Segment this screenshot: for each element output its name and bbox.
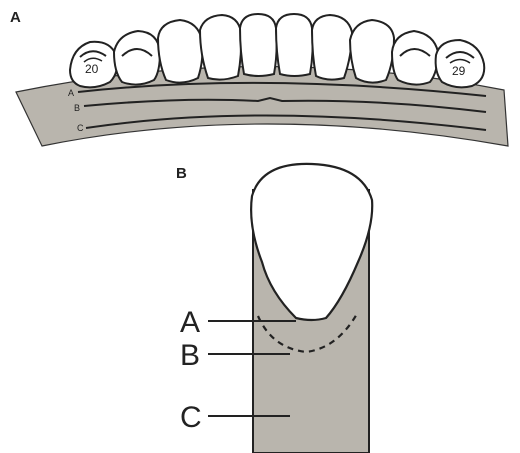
tooth-21 bbox=[114, 31, 160, 85]
panel-b-label-b: B bbox=[180, 339, 200, 372]
tooth-24 bbox=[240, 14, 277, 76]
tooth-26 bbox=[312, 15, 352, 80]
tooth-number-20: 20 bbox=[85, 62, 99, 76]
tooth-28 bbox=[392, 31, 438, 85]
panel-b-label-c: C bbox=[180, 401, 202, 434]
panel-a-label-b: B bbox=[74, 103, 80, 113]
panel-a-label-a: A bbox=[68, 88, 74, 98]
panel-b-letter: B bbox=[176, 165, 187, 182]
panel-a-letter: A bbox=[10, 9, 21, 26]
panel-b-label-a: A bbox=[180, 306, 200, 339]
tooth-number-29: 29 bbox=[452, 64, 466, 78]
panel-a-label-c: C bbox=[77, 123, 84, 133]
tooth-23 bbox=[200, 15, 241, 80]
tooth-25 bbox=[276, 14, 313, 76]
tooth-27 bbox=[350, 20, 394, 83]
tooth-22 bbox=[158, 20, 203, 83]
